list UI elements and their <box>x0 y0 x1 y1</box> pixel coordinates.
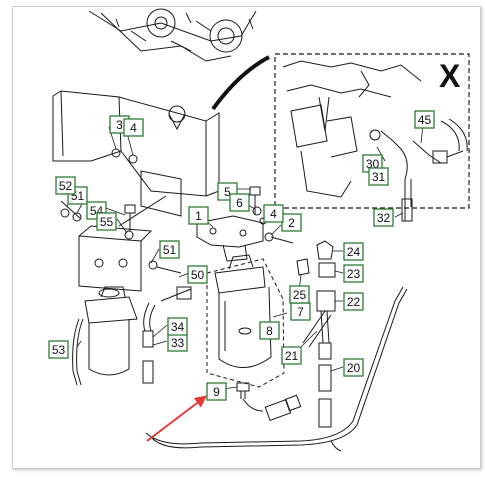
callout-1: 1 <box>188 206 209 225</box>
callout-6: 6 <box>229 193 250 212</box>
callout-20: 20 <box>343 358 364 377</box>
fuel-filter <box>214 254 272 368</box>
bolts-washers <box>60 148 294 274</box>
callout-31: 31 <box>368 167 389 186</box>
callout-box <box>206 382 227 401</box>
callout-number: 7 <box>297 305 304 319</box>
callout-23: 23 <box>343 264 364 283</box>
callout-box <box>229 193 250 212</box>
fuel-line <box>145 286 408 452</box>
callout-box <box>343 264 364 283</box>
callout-number: 20 <box>347 361 361 375</box>
detail-x-letter: X <box>439 58 461 94</box>
leader-lines <box>66 124 424 390</box>
callout-number: 21 <box>285 349 299 363</box>
detail-x-frame <box>274 53 470 209</box>
callout-number: 50 <box>191 268 205 282</box>
indicator-arrow <box>146 395 207 442</box>
callout-number: 32 <box>377 211 391 225</box>
callout-number: 55 <box>100 215 114 229</box>
callout-box <box>123 118 144 137</box>
callout-box <box>48 340 69 359</box>
callout-number: 51 <box>163 243 177 257</box>
callout-22: 22 <box>343 292 364 311</box>
callout-box <box>373 208 394 227</box>
callout-box <box>55 176 76 195</box>
callout-50: 50 <box>187 265 208 284</box>
callout-box <box>343 292 364 311</box>
callout-number: 4 <box>270 207 277 221</box>
bracket-plate <box>196 215 264 262</box>
callout-box <box>96 212 117 231</box>
callout-box <box>188 206 209 225</box>
callout-number: 33 <box>171 336 185 350</box>
hose-curve <box>211 55 270 111</box>
diagram-frame: X <box>12 6 481 469</box>
callout-number: 3 <box>116 118 123 132</box>
callout-number: 24 <box>347 245 361 259</box>
callout-number: 22 <box>347 295 361 309</box>
callout-24: 24 <box>343 242 364 261</box>
callout-2: 2 <box>281 213 302 232</box>
callout-number: 31 <box>372 170 386 184</box>
callout-box <box>368 167 389 186</box>
callout-number: 2 <box>288 216 295 230</box>
callout-number: 34 <box>171 320 185 334</box>
callout-box <box>281 346 302 365</box>
callout-number: 45 <box>418 113 432 127</box>
callout-number: 52 <box>59 179 73 193</box>
callout-33: 33 <box>167 333 188 352</box>
callout-4: 4 <box>123 118 144 137</box>
callout-box <box>263 204 284 223</box>
filter-dashed-outline <box>206 258 285 388</box>
callout-9: 9 <box>206 382 227 401</box>
pre-filter <box>72 286 138 386</box>
callout-number: 5 <box>224 185 231 199</box>
callout-box <box>289 285 310 304</box>
engine-assembly <box>88 8 257 62</box>
callout-8: 8 <box>259 321 280 340</box>
detail-engine <box>282 60 468 207</box>
callout-box <box>187 265 208 284</box>
callout-box <box>414 110 435 129</box>
callout-52: 52 <box>55 176 76 195</box>
callout-number: 23 <box>347 267 361 281</box>
callout-53: 53 <box>48 340 69 359</box>
callout-number: 1 <box>195 209 202 223</box>
parts-diagram: X <box>48 8 470 452</box>
callout-number: 9 <box>213 385 220 399</box>
callout-box <box>343 242 364 261</box>
callout-box <box>159 240 180 259</box>
callout-number: 8 <box>266 324 273 338</box>
water-sensor <box>236 382 302 421</box>
callout-45: 45 <box>414 110 435 129</box>
callout-number: 25 <box>293 288 307 302</box>
hose-fittings <box>142 240 336 428</box>
callout-number: 53 <box>52 343 66 357</box>
callout-21: 21 <box>281 346 302 365</box>
callout-box <box>343 358 364 377</box>
callout-number: 4 <box>130 121 137 135</box>
mounting-bracket <box>52 90 220 292</box>
callout-34: 34 <box>167 317 188 336</box>
hose-segment-32 <box>401 198 413 222</box>
callout-box <box>259 321 280 340</box>
callout-4: 4 <box>263 204 284 223</box>
callout-number: 6 <box>236 196 243 210</box>
callout-box <box>167 317 188 336</box>
callout-7: 7 <box>290 302 311 321</box>
callout-32: 32 <box>373 208 394 227</box>
callout-51: 51 <box>159 240 180 259</box>
callout-25: 25 <box>289 285 310 304</box>
callout-55: 55 <box>96 212 117 231</box>
